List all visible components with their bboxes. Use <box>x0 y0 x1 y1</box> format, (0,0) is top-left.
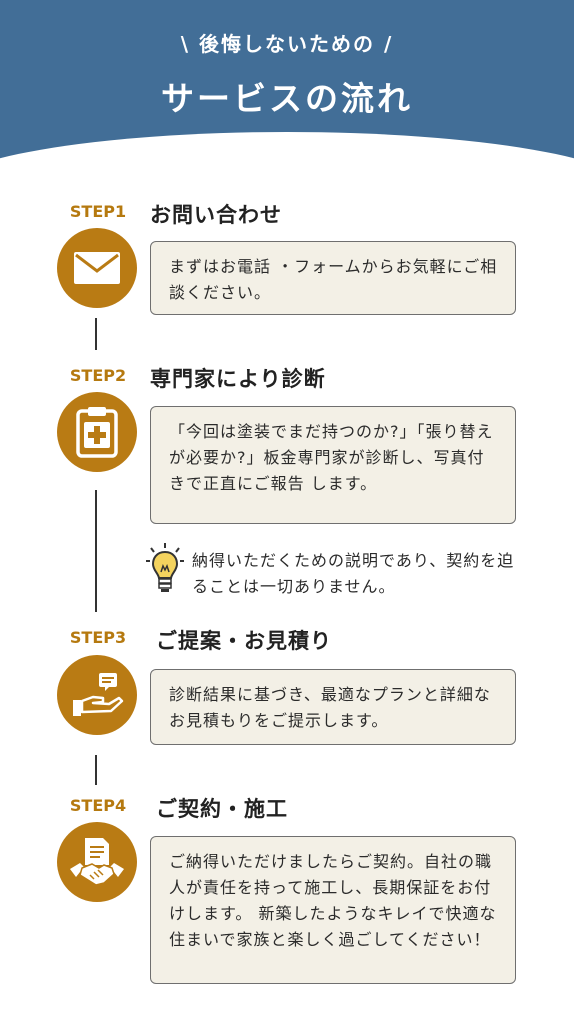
step3-label: STEP3 <box>69 628 127 647</box>
step4-description: ご納得いただけましたらご契約。自社の職人が責任を持って施工し、長期保証をお付けし… <box>169 852 497 949</box>
step3-title: ご提案・お見積り <box>156 629 332 653</box>
step4-description-box: ご納得いただけましたらご契約。自社の職人が責任を持って施工し、長期保証をお付けし… <box>150 836 516 984</box>
reassurance-note: 納得いただくための説明であり、契約を迫ることは一切ありません。 <box>192 551 515 596</box>
step1-label: STEP1 <box>69 202 127 221</box>
step2-description-box: 「今回は塗装でまだ持つのか?」「張り替えが必要か?」板金専門家が診断し、写真付き… <box>150 406 516 524</box>
step4-icon-circle <box>57 822 137 902</box>
header-banner: \ 後悔しないための / サービスの流れ <box>0 0 574 165</box>
step4-label: STEP4 <box>69 796 127 815</box>
clipboard-medical-icon <box>76 407 118 458</box>
header-subtitle: \ 後悔しないための / <box>180 32 394 56</box>
step3-icon-circle <box>57 655 137 735</box>
step1-title: お問い合わせ <box>150 203 282 227</box>
step1-description: まずはお電話 ・フォームからお気軽にご相談ください。 <box>169 257 498 302</box>
step3-description: 診断結果に基づき、最適なプランと詳細なお見積もりをご提示します。 <box>169 685 491 730</box>
step2-icon-circle <box>57 392 137 472</box>
connector-line-2 <box>95 490 97 612</box>
step2-label: STEP2 <box>69 366 127 385</box>
step2-description: 「今回は塗装でまだ持つのか?」「張り替えが必要か?」板金専門家が診断し、写真付き… <box>169 422 494 493</box>
step4-title: ご契約・施工 <box>156 797 288 821</box>
step3-description-box: 診断結果に基づき、最適なプランと詳細なお見積もりをご提示します。 <box>150 669 516 745</box>
step2-title: 専門家により診断 <box>150 367 326 391</box>
page-title: サービスの流れ <box>161 79 413 118</box>
lightbulb-icon <box>146 543 184 592</box>
hand-document-icon <box>73 673 124 716</box>
header-curve <box>0 132 574 165</box>
connector-line-3 <box>95 755 97 785</box>
step1-icon-circle <box>57 228 137 308</box>
connector-line-1 <box>95 318 97 350</box>
envelope-icon <box>74 252 120 284</box>
handshake-contract-icon <box>70 838 124 886</box>
step1-description-box: まずはお電話 ・フォームからお気軽にご相談ください。 <box>150 241 516 315</box>
